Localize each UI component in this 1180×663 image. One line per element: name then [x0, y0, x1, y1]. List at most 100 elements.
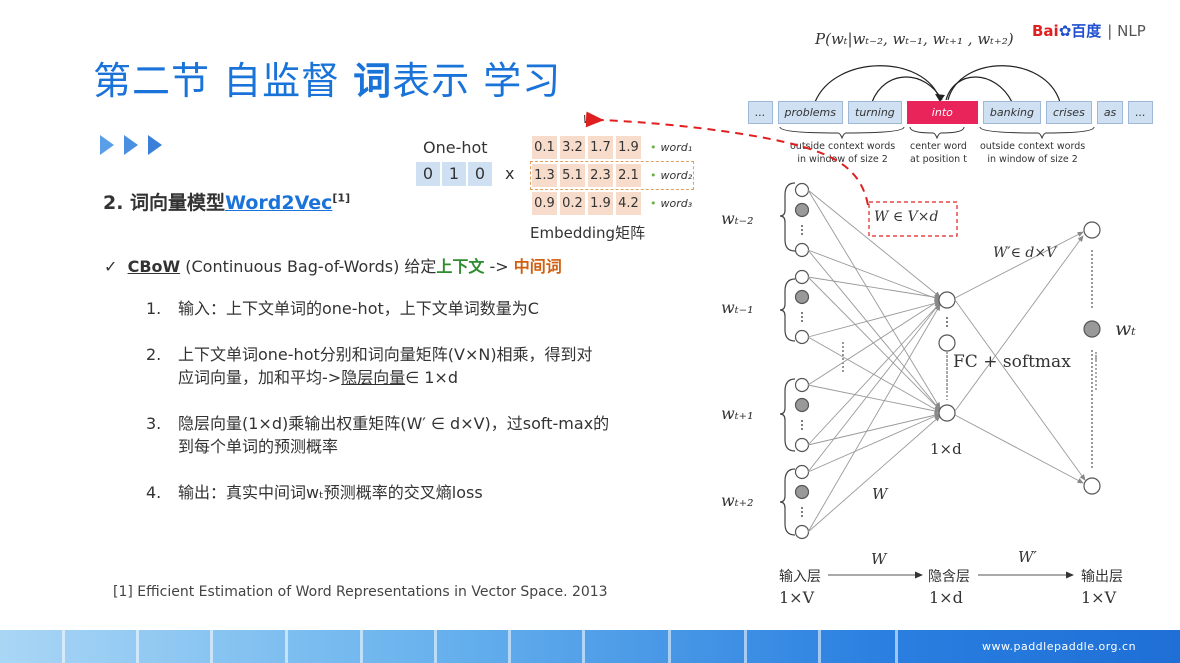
token: problems: [777, 101, 843, 124]
caption-left: outside context words in window of size 2: [790, 140, 895, 166]
chevrons-icon: [100, 132, 172, 162]
citation-sup: [1]: [332, 191, 351, 205]
step-text: 应词向量，加和平均->: [178, 368, 342, 387]
step-text: 输入：上下文单词的one-hot，上下文单词数量为C: [178, 299, 539, 318]
caption-center: center word at position t: [910, 140, 967, 166]
matrix-row-highlighted: 1.35.12.32.1 word₂: [529, 161, 695, 190]
page-title: 第二节 自监督 词表示 学习: [93, 50, 561, 105]
onehot-vector: 0 1 0: [416, 162, 494, 186]
section-prefix: 2. 词向量模型: [103, 192, 226, 214]
cbow-desc: (Continuous Bag-of-Words) 给定: [180, 257, 437, 276]
network-diagram: [585, 111, 1101, 579]
w-prime-label: W′∈ d×V: [993, 245, 1057, 261]
footer-bar: [0, 630, 1180, 663]
layer-w-prime-label: W′: [1018, 548, 1037, 566]
matrix-cell: 1.9: [588, 192, 613, 215]
probability-arcs: [814, 65, 1060, 103]
input-label: wₜ₊₁: [721, 404, 754, 423]
logo-bai: Bai: [1032, 22, 1059, 40]
token: ...: [1128, 101, 1153, 124]
caption-line: outside context words: [790, 141, 896, 152]
matrix-row: 0.13.21.71.9word₁: [532, 135, 692, 160]
step-number: 2.: [146, 345, 162, 364]
caption-line: center word: [910, 141, 967, 152]
matrix-cell: 0.2: [560, 192, 585, 215]
step-text: 到每个单词的预测概率: [178, 437, 339, 456]
step-number: 1.: [146, 299, 162, 318]
matrix-word: word₃: [650, 197, 693, 210]
times-sign: x: [505, 164, 515, 183]
dashed-arrow: [585, 111, 869, 206]
cbow-context: 上下文: [436, 257, 485, 276]
step-text: 上下文单词one-hot分别和词向量矩阵(V×N)相乘，得到对: [178, 345, 593, 364]
matrix-cell: 1.9: [616, 136, 641, 159]
embedding-matrix: 0.13.21.71.9word₁ 1.35.12.32.1word₂ 0.90…: [529, 135, 695, 219]
title-bold: 词: [353, 59, 393, 103]
check-icon: ✓: [104, 257, 118, 276]
logo-du: 百度: [1071, 22, 1102, 40]
matrix-cell: 4.2: [616, 192, 641, 215]
center-token: into: [906, 101, 978, 124]
paw-icon: ✿: [1058, 22, 1072, 40]
step-text: 隐层向量(1×d)乘输出权重矩阵(W′ ∈ d×V)，过soft-max的: [178, 414, 610, 433]
fc-softmax-label: FC + softmax: [953, 352, 1071, 372]
step-number: 3.: [146, 414, 162, 433]
hidden-dim-label: 1×d: [930, 440, 962, 458]
input-layer-dim: 1×V: [779, 588, 815, 607]
token: as: [1096, 101, 1124, 124]
matrix-cell: 2.3: [588, 164, 613, 187]
title-part-2: 表示 学习: [392, 59, 562, 103]
step-2: 2. 上下文单词one-hot分别和词向量矩阵(V×N)相乘，得到对 应词向量，加…: [146, 343, 593, 389]
input-label: wₜ₋₁: [721, 298, 754, 317]
embedding-caption: Embedding矩阵: [530, 224, 646, 242]
hidden-layer-dim: 1×d: [929, 588, 963, 607]
matrix-word: word₂: [650, 169, 693, 182]
input-label: wₜ₋₂: [721, 209, 754, 228]
output-layer-dim: 1×V: [1081, 588, 1117, 607]
matrix-cell: 1.3: [532, 164, 557, 187]
step-text: ∈ 1×d: [405, 368, 458, 387]
step-number: 4.: [146, 483, 162, 502]
output-label: wₜ: [1115, 318, 1136, 340]
w-box: [868, 201, 958, 237]
input-label: wₜ₊₂: [721, 491, 754, 510]
reference-footnote: [1] Efficient Estimation of Word Represe…: [113, 584, 608, 600]
token-row: ... problems turning into banking crises…: [748, 101, 1158, 124]
hidden-layer-label: 隐含层: [928, 569, 970, 585]
step-3: 3.隐层向量(1×d)乘输出权重矩阵(W′ ∈ d×V)，过soft-max的 …: [146, 412, 609, 458]
onehot-label: One-hot: [423, 138, 488, 157]
caption-right: outside context words in window of size 2: [980, 140, 1085, 166]
baidu-nlp-logo: Bai✿百度 | NLP: [1032, 20, 1146, 41]
logo-nlp: | NLP: [1107, 22, 1146, 40]
token: turning: [848, 101, 902, 124]
step-1: 1. 输入：上下文单词的one-hot，上下文单词数量为C: [146, 297, 539, 320]
step-text: 输出：真实中间词wₜ预测概率的交叉熵loss: [178, 483, 483, 502]
onehot-cell: 1: [442, 162, 466, 186]
caption-line: outside context words: [980, 141, 1086, 152]
w-lower-label: W: [872, 485, 888, 503]
cbow-center: 中间词: [513, 257, 562, 276]
token-braces: [779, 126, 1095, 139]
matrix-cell: 2.1: [616, 164, 641, 187]
token: banking: [982, 101, 1041, 124]
w-box-label: W ∈ V×d: [874, 209, 939, 225]
caption-line: at position t: [910, 154, 967, 165]
caption-line: in window of size 2: [987, 154, 1078, 165]
token: crises: [1045, 101, 1092, 124]
word2vec-link[interactable]: Word2Vec: [225, 192, 333, 214]
caption-line: in window of size 2: [797, 154, 888, 165]
input-layer-label: 输入层: [779, 569, 821, 585]
matrix-cell: 0.1: [532, 136, 557, 159]
matrix-row: 0.90.21.94.2word₃: [532, 191, 692, 216]
matrix-word: word₁: [650, 141, 693, 154]
matrix-cell: 5.1: [560, 164, 585, 187]
onehot-cell: 0: [468, 162, 492, 186]
cbow-line: ✓ CBoW (Continuous Bag-of-Words) 给定上下文 -…: [104, 253, 562, 277]
token: ...: [748, 101, 773, 124]
footer-url[interactable]: www.paddlepaddle.org.cn: [982, 640, 1137, 653]
matrix-cell: 1.7: [588, 136, 613, 159]
title-part-1: 第二节 自监督: [93, 59, 354, 103]
cbow-arrow: ->: [484, 257, 514, 276]
probability-formula: P(wₜ|wₜ₋₂, wₜ₋₁, wₜ₊₁ , wₜ₊₂): [815, 30, 1014, 48]
cbow-keyword: CBoW: [127, 257, 181, 276]
